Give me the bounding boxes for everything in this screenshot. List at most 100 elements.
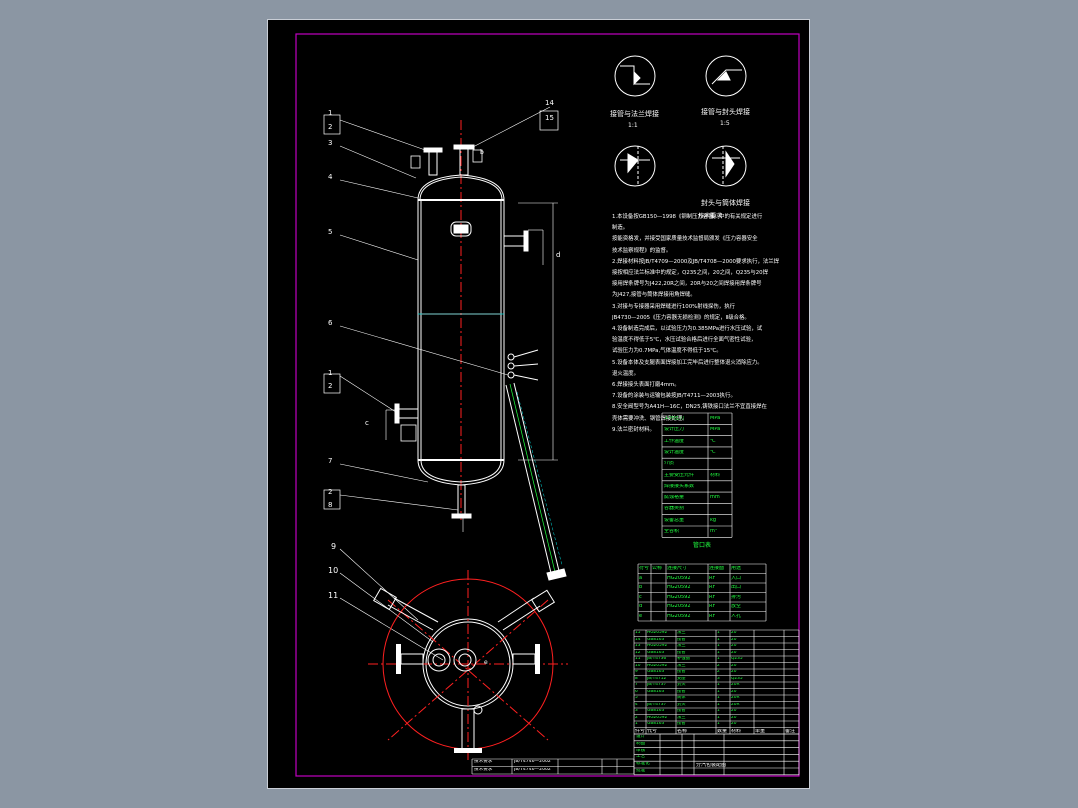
detail-title-2: 接管与封头焊接: [701, 108, 750, 116]
design-row-value: kg: [710, 517, 717, 523]
balloon-4: 4: [328, 173, 333, 181]
parts-cell: 法兰: [677, 715, 686, 720]
design-row-value: ℃: [710, 438, 716, 444]
parts-cell: 接管: [677, 637, 686, 642]
parts-cell: HG20592: [647, 631, 668, 635]
detail-scale-1: 1:1: [628, 122, 638, 129]
tech-req-line: 5.设备本体及支腿表面焊接加工完毕后进行整体退火消除应力。: [612, 359, 763, 366]
design-row-value: mm: [710, 495, 720, 501]
parts-cell: GB8163: [647, 689, 665, 694]
design-row-value: MPa: [710, 427, 721, 433]
balloon-5: 5: [328, 228, 333, 236]
nozzle-cell: a: [639, 575, 643, 581]
balloon-14: 14: [545, 99, 554, 107]
parts-cell: 6: [635, 689, 638, 694]
parts-cell: 1: [717, 689, 720, 694]
parts-cell: 接管: [677, 689, 686, 694]
bottom-strip-mid: JB/T4746—2002: [514, 760, 551, 764]
nozzle-cell: 放空: [731, 604, 742, 609]
parts-cell: 1: [717, 702, 720, 707]
parts-cell: 1: [717, 631, 720, 635]
vessel-plan: [368, 570, 568, 760]
detail-2: [705, 55, 747, 97]
nozzle-mark-e: e: [484, 659, 488, 666]
parts-cell: 20: [731, 650, 737, 655]
parts-header-cell: 备注: [785, 728, 796, 734]
tech-req-line: 验温度不得低于5℃，水压试验合格后进行全面气密性试验，: [612, 337, 757, 344]
design-row-value: 材料: [710, 472, 721, 478]
tech-req-line: 3.对接与专接器采用焊缝进行100%射线探伤，执行: [612, 303, 735, 310]
balloon-2: 2: [328, 123, 333, 131]
parts-cell: 4: [635, 702, 638, 707]
parts-cell: GB8163: [647, 709, 665, 713]
design-row-label: 焊接接头系数: [664, 483, 695, 489]
parts-cell: Q235: [731, 676, 743, 681]
parts-cell: 5: [635, 696, 638, 700]
design-row-value: m³: [710, 529, 717, 534]
parts-cell: 1: [717, 722, 720, 726]
design-row-label: 设备总重: [664, 517, 685, 523]
detail-title-3: 封头与筒体焊接: [701, 199, 750, 207]
title-block-row: 审核: [636, 748, 646, 753]
tech-req-line: 9.法兰密封材料。: [612, 426, 655, 433]
cad-drawing: [295, 33, 800, 777]
parts-cell: 封头: [677, 702, 686, 707]
nozzle-cell: b: [639, 585, 643, 590]
parts-cell: 补强圈: [677, 657, 690, 661]
parts-cell: Q235: [731, 657, 743, 661]
tech-req-line: 壳体需要冲洗、钢管焊接处理。: [612, 415, 688, 422]
parts-cell: GB8163: [647, 650, 665, 655]
title-block-row: 制图: [636, 741, 646, 746]
parts-cell: 20: [731, 709, 737, 713]
side-nozzle-d: [503, 235, 525, 247]
tech-req-line: 接用焊条牌号为J422,20R之间，20R与20之间焊接用焊条牌号: [612, 281, 762, 288]
nozzle-cell: 排污: [731, 594, 742, 600]
parts-cell: 20: [731, 715, 737, 720]
parts-cell: 3: [635, 709, 638, 713]
top-nozzle-left: [428, 150, 438, 176]
balloon-2b: 2: [328, 382, 333, 390]
parts-cell: 接管: [677, 650, 686, 655]
design-row-label: 腐蚀裕量: [664, 495, 685, 501]
design-row-label: 工作压力: [664, 416, 685, 421]
balloon-11: 11: [328, 591, 339, 600]
nozzle-cell: RF: [709, 604, 716, 609]
parts-header-cell: 名称: [677, 728, 688, 734]
detail-3: [614, 145, 656, 187]
inclined-pipe: [505, 382, 567, 581]
leader-lines: [339, 106, 551, 661]
parts-cell: HG20592: [647, 663, 668, 668]
balloon-1b: 1: [328, 369, 333, 377]
bottom-strip-left: 技术要求: [474, 767, 493, 772]
parts-cell: 2: [635, 715, 638, 720]
balloon-2c: 2: [328, 488, 333, 496]
tech-req-text: 1.本设备按GB150—1998《钢制压力容器》中的有关规定进行制造。按能资格发…: [612, 212, 798, 436]
parts-cell: 14: [635, 637, 641, 642]
design-row-label: 介质: [664, 461, 675, 467]
parts-cell: 1: [717, 696, 720, 700]
balloon-9: 9: [331, 542, 337, 551]
nozzle-cell: 人孔: [731, 613, 742, 619]
parts-cell: GB8163: [647, 637, 665, 642]
parts-cell: 20: [731, 631, 737, 635]
title-block-row: 工艺: [636, 755, 646, 760]
tech-req-line: 6.焊接接头表面打磨4mm。: [612, 382, 680, 389]
parts-cell: 法兰: [677, 663, 686, 668]
parts-cell: 9: [635, 670, 638, 674]
parts-header-cell: 数量: [717, 728, 728, 734]
tech-req-line: 8.安全阀型号为A41H—16C，DN25,铸铁接口法兰不宜直接焊在: [612, 404, 767, 411]
parts-cell: 1: [717, 657, 720, 661]
parts-cell: 3: [717, 676, 720, 681]
nozzle-cell: HG20592: [667, 613, 691, 619]
parts-cell: 20: [731, 663, 737, 668]
design-row-label: 容器类别: [664, 506, 685, 512]
bottom-strip-left: 技术要求: [474, 760, 493, 764]
nozzle-mark-c: c: [365, 419, 369, 427]
tech-req-line: 为J427,接管与筒体焊接用角焊缝。: [612, 292, 696, 299]
design-row-value: MPa: [710, 416, 721, 421]
nozzle-cell: RF: [709, 575, 716, 581]
parts-cell: HG20592: [647, 715, 668, 720]
parts-cell: 12: [635, 650, 641, 655]
nozzle-header-cell: 公称: [652, 566, 663, 571]
tech-req-line: 7.设备的涂装与运输包装按JB/T4711—2003执行。: [612, 393, 736, 400]
